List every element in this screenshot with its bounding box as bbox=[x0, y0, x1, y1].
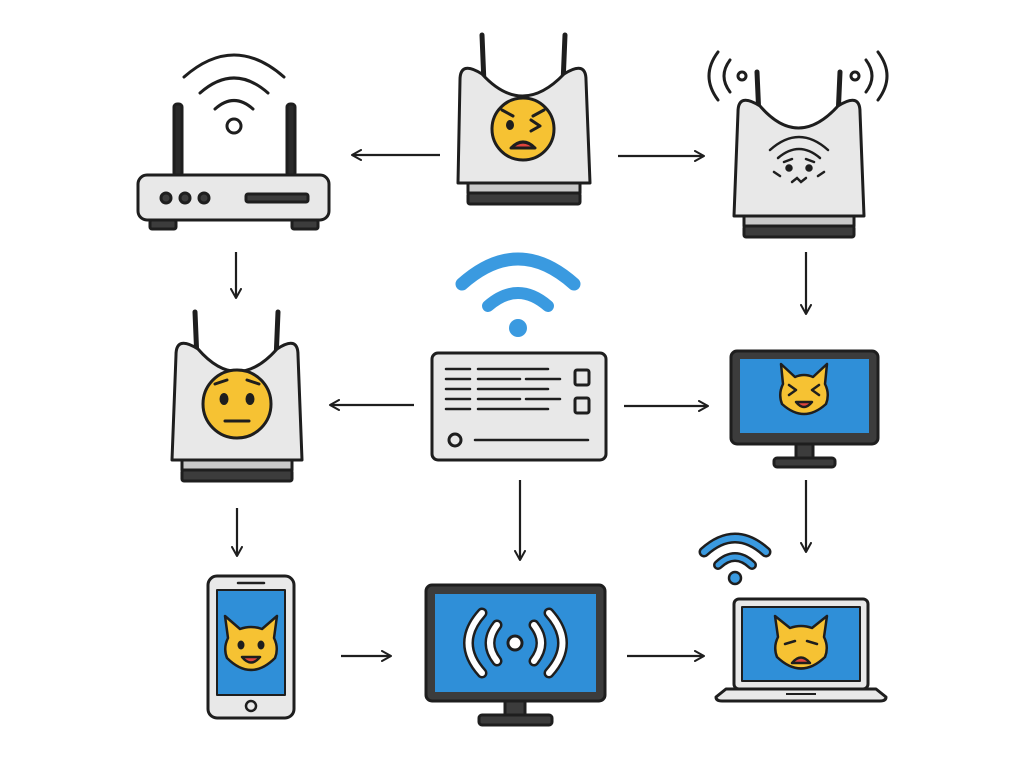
laughing-cat-icon bbox=[779, 362, 829, 416]
broadcast-waves-left-icon bbox=[707, 50, 748, 102]
access-point-weak-node bbox=[707, 50, 889, 239]
access-point-left-node bbox=[170, 309, 304, 483]
smartphone-node bbox=[206, 574, 296, 720]
sad-cat-icon bbox=[773, 614, 829, 670]
wifi-signal-icon bbox=[698, 532, 772, 586]
wifi-router-icon bbox=[136, 102, 331, 231]
laptop-node bbox=[698, 532, 888, 703]
network-switch-node bbox=[430, 252, 608, 462]
desktop-monitor-node bbox=[729, 349, 880, 469]
router-node bbox=[136, 53, 331, 231]
access-point-icon bbox=[732, 69, 866, 239]
access-point-top-node bbox=[456, 32, 592, 206]
smiling-cat-icon bbox=[223, 614, 279, 672]
broadcast-waves-right-icon bbox=[849, 50, 889, 102]
laptop-icon bbox=[714, 597, 888, 703]
neutral-face-icon bbox=[201, 368, 273, 440]
network-switch-icon bbox=[430, 351, 608, 462]
edges bbox=[230, 149, 812, 662]
broadcast-signal-icon bbox=[463, 607, 568, 679]
uneasy-face-icon bbox=[768, 135, 830, 184]
wifi-signal-icon bbox=[455, 252, 581, 337]
signal-display-node bbox=[424, 583, 607, 727]
wifi-signal-icon bbox=[182, 53, 286, 135]
monitor-icon bbox=[424, 583, 607, 727]
wincing-face-icon bbox=[490, 96, 556, 162]
